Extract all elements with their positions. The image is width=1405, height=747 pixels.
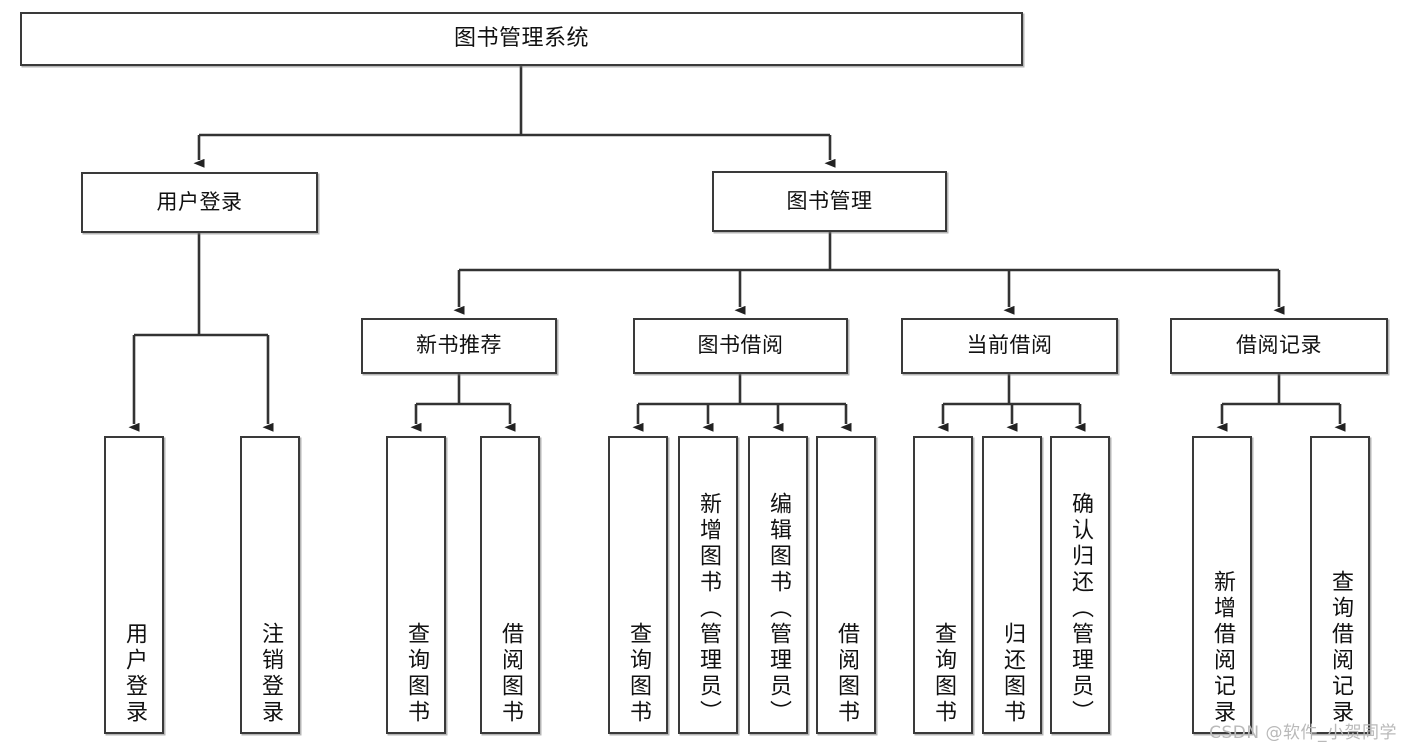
node-leaf-query-book-3[interactable]: 查询图书 [913,436,973,734]
node-book-manage[interactable]: 图书管理 [712,171,947,232]
node-leaf-query-book-2-label: 查询图书 [626,622,651,726]
node-leaf-add-record-label: 新增借阅记录 [1210,570,1235,726]
node-leaf-query-record-label: 查询借阅记录 [1328,570,1353,726]
node-leaf-borrow-book-2-label: 借阅图书 [834,622,859,726]
node-borrow-record-label: 借阅记录 [1236,333,1322,358]
node-leaf-query-book-1[interactable]: 查询图书 [386,436,446,734]
node-leaf-query-book-1-label: 查询图书 [404,622,429,726]
node-leaf-return-book[interactable]: 归还图书 [982,436,1042,734]
node-leaf-user-login[interactable]: 用户登录 [104,436,164,734]
node-new-book-rec[interactable]: 新书推荐 [361,318,557,374]
node-leaf-add-book-label: 新增图书（管理员） [696,492,721,726]
node-leaf-confirm-return-label: 确认归还（管理员） [1068,492,1093,726]
node-leaf-confirm-return[interactable]: 确认归还（管理员） [1050,436,1110,734]
node-leaf-query-book-2[interactable]: 查询图书 [608,436,668,734]
node-user-login-label: 用户登录 [156,189,243,214]
node-current-borrow[interactable]: 当前借阅 [901,318,1118,374]
node-current-borrow-label: 当前借阅 [966,333,1053,358]
node-leaf-return-book-label: 归还图书 [1000,622,1025,726]
node-leaf-query-record[interactable]: 查询借阅记录 [1310,436,1370,734]
node-leaf-logout[interactable]: 注销登录 [240,436,300,734]
node-leaf-user-login-label: 用户登录 [122,622,147,726]
node-leaf-add-book[interactable]: 新增图书（管理员） [678,436,738,734]
node-leaf-borrow-book-1-label: 借阅图书 [498,622,523,726]
node-leaf-add-record[interactable]: 新增借阅记录 [1192,436,1252,734]
node-leaf-query-book-3-label: 查询图书 [931,622,956,726]
node-borrow-record[interactable]: 借阅记录 [1170,318,1388,374]
node-user-login[interactable]: 用户登录 [81,172,318,233]
node-leaf-borrow-book-1[interactable]: 借阅图书 [480,436,540,734]
node-root-label: 图书管理系统 [453,25,589,51]
node-book-manage-label: 图书管理 [786,188,873,213]
node-leaf-edit-book[interactable]: 编辑图书（管理员） [748,436,808,734]
node-book-borrow-label: 图书借阅 [697,333,784,358]
node-new-book-rec-label: 新书推荐 [416,333,502,358]
node-leaf-logout-label: 注销登录 [258,622,283,726]
node-root[interactable]: 图书管理系统 [20,12,1023,66]
node-leaf-borrow-book-2[interactable]: 借阅图书 [816,436,876,734]
watermark: CSDN @软件_小贺同学 [1209,723,1397,743]
node-book-borrow[interactable]: 图书借阅 [633,318,848,374]
node-leaf-edit-book-label: 编辑图书（管理员） [766,492,791,726]
